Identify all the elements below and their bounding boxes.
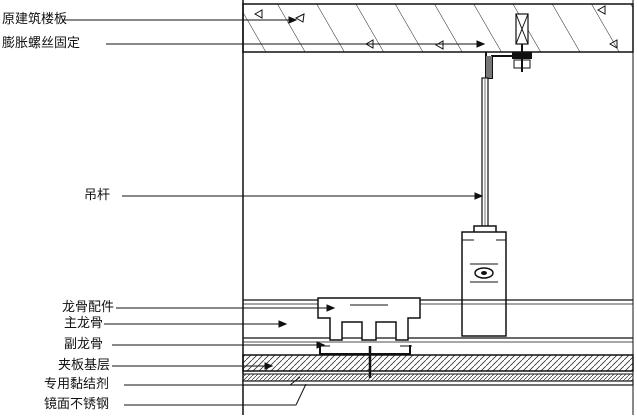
mirror-steel-layer <box>242 380 634 386</box>
angle-bracket <box>485 52 512 79</box>
building-slab <box>242 3 634 53</box>
plywood-base <box>242 354 634 372</box>
leader-lines <box>62 16 486 406</box>
label-plywood-base: 夹板基层 <box>58 358 111 373</box>
secondary-keel <box>318 345 412 355</box>
label-expansion-bolt: 膨胀螺丝固定 <box>2 36 81 51</box>
expansion-bolt <box>512 13 532 72</box>
label-adhesive: 专用黏结剂 <box>44 377 110 392</box>
label-keel-clip: 龙骨配件 <box>62 300 115 315</box>
label-mirror-steel: 镜面不锈钢 <box>44 397 110 412</box>
label-hanger-rod: 吊杆 <box>84 188 111 203</box>
label-main-keel: 主龙骨 <box>64 316 104 331</box>
keel-clip <box>317 297 421 341</box>
hanger-rod <box>473 77 497 250</box>
label-building-slab: 原建筑楼板 <box>2 12 68 27</box>
adhesive-layer <box>242 373 634 382</box>
hanger-bracket <box>461 231 507 337</box>
main-keel <box>243 299 633 343</box>
label-secondary-keel: 副龙骨 <box>64 337 104 352</box>
